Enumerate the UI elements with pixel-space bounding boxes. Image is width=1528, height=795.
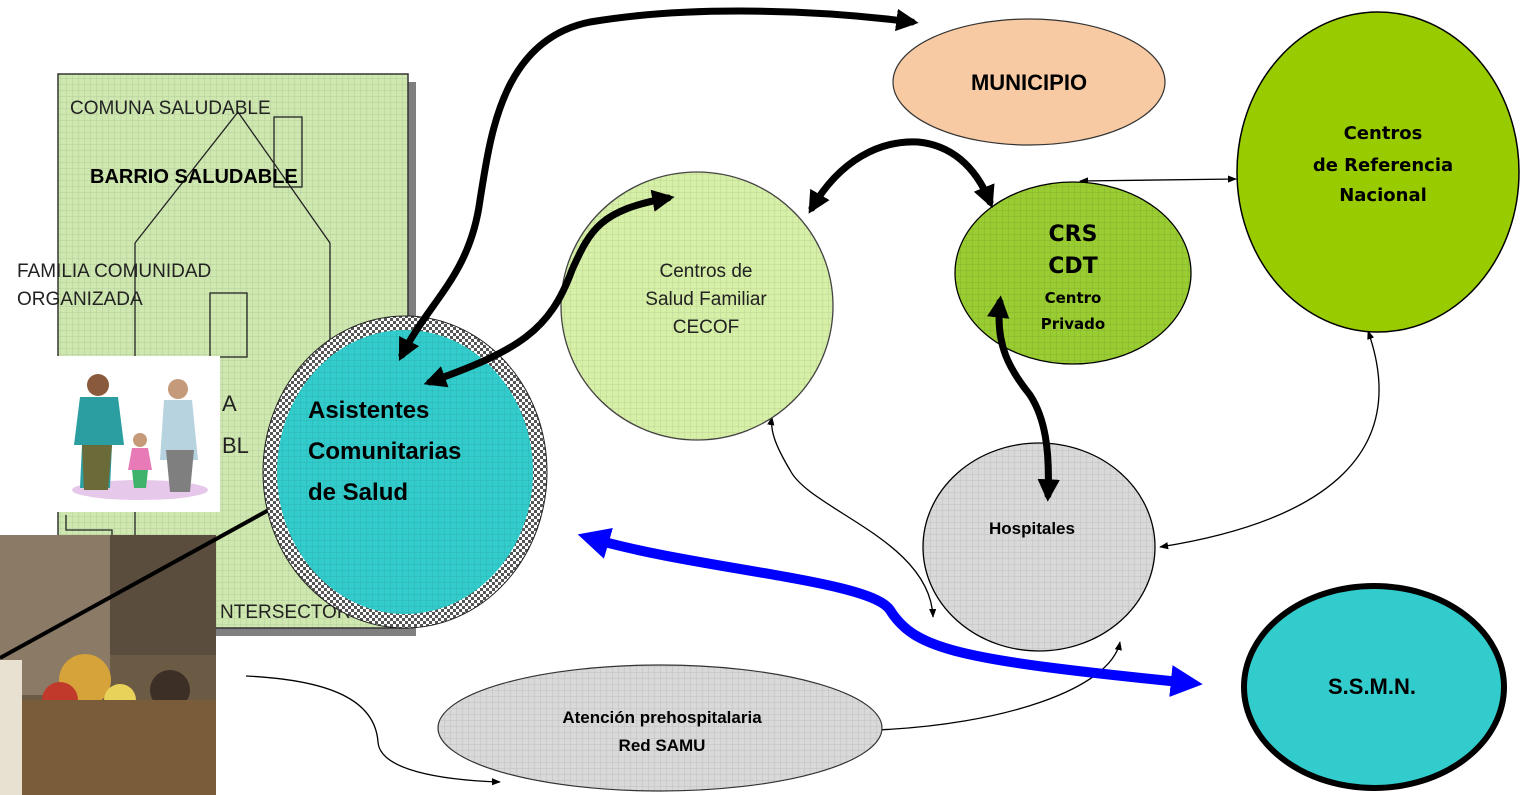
community-photo: [0, 488, 306, 795]
photo-person-light: [0, 660, 22, 795]
node-crs: CRS CDT Centro Privado: [954, 181, 1192, 365]
panel-line-familia: FAMILIA COMUNIDAD: [17, 261, 211, 282]
man-legs: [82, 445, 112, 490]
node-hospitales: Hospitales: [922, 442, 1156, 652]
ssmn-ellipse: [1241, 583, 1507, 791]
arrow-crs-hospitales: [987, 295, 1060, 502]
centros-ref-line-1: Centros: [1344, 123, 1423, 144]
panel-line-organizada: ORGANIZADA: [17, 289, 143, 310]
hospitales-texture: [923, 443, 1155, 651]
samu-texture: [438, 665, 882, 791]
centros-ref-line-3: Nacional: [1339, 185, 1427, 206]
cecof-line-1: Centros de: [660, 261, 753, 282]
man-head: [87, 374, 109, 396]
panel-line-comuna: COMUNA SALUDABLE: [70, 98, 271, 119]
asistentes-texture: [277, 330, 533, 614]
crs-line-4: Privado: [1041, 315, 1105, 333]
woman-head: [168, 379, 188, 399]
arrow-cecof-crs: [808, 138, 995, 214]
arrow-crs-centrosref: [1079, 175, 1237, 185]
crs-line-1: CRS: [1049, 222, 1098, 247]
cecof-line-3: CECOF: [673, 317, 740, 338]
asistentes-line-3: de Salud: [308, 479, 408, 506]
child-body: [128, 448, 152, 470]
samu-line-1: Atención prehospitalaria: [562, 708, 762, 727]
asistentes-line-2: Comunitarias: [308, 438, 461, 465]
photo-dark-wall: [110, 535, 216, 655]
node-asistentes: Asistentes Comunitarias de Salud: [262, 315, 548, 629]
thick-connectors: [398, 7, 1060, 502]
node-ssmn: S.S.M.N.: [1241, 583, 1507, 791]
ssmn-label: S.S.M.N.: [1328, 674, 1416, 699]
photo-table: [0, 700, 216, 795]
panel-line-barrio: BARRIO SALUDABLE: [90, 166, 298, 188]
crs-line-2: CDT: [1048, 254, 1097, 279]
family-clipart: [56, 356, 220, 512]
cecof-line-2: Salud Familiar: [645, 289, 767, 310]
panel-partial-a: A: [222, 391, 237, 416]
photo-pointer-line: [0, 488, 306, 660]
woman-skirt: [166, 450, 194, 492]
node-municipio: MUNICIPIO: [892, 18, 1166, 146]
arrow-hospitales-centrosref: [1159, 330, 1380, 550]
centros-ref-ellipse: [1236, 11, 1520, 333]
child-legs: [132, 470, 148, 488]
panel-line-intersector: NTERSECTOR: [220, 602, 351, 623]
arrow-blue-asistentes-ssmn: [577, 527, 1203, 698]
panel-partial-bl: BL: [222, 433, 249, 458]
samu-line-2: Red SAMU: [619, 736, 706, 755]
municipio-label: MUNICIPIO: [971, 70, 1087, 95]
arrow-asistentes-cecof: [423, 189, 675, 388]
asistentes-line-1: Asistentes: [308, 397, 429, 424]
child-head: [133, 433, 147, 447]
node-samu: Atención prehospitalaria Red SAMU: [437, 664, 883, 792]
hospitales-label: Hospitales: [989, 519, 1075, 538]
centros-ref-line-2: de Referencia: [1313, 155, 1453, 176]
woman-body: [160, 400, 198, 490]
node-cecof: Centros de Salud Familiar CECOF: [560, 171, 834, 441]
crs-line-3: Centro: [1045, 289, 1102, 307]
node-centros-referencia: Centros de Referencia Nacional: [1236, 11, 1520, 333]
arrow-photo-samu: [245, 675, 501, 786]
